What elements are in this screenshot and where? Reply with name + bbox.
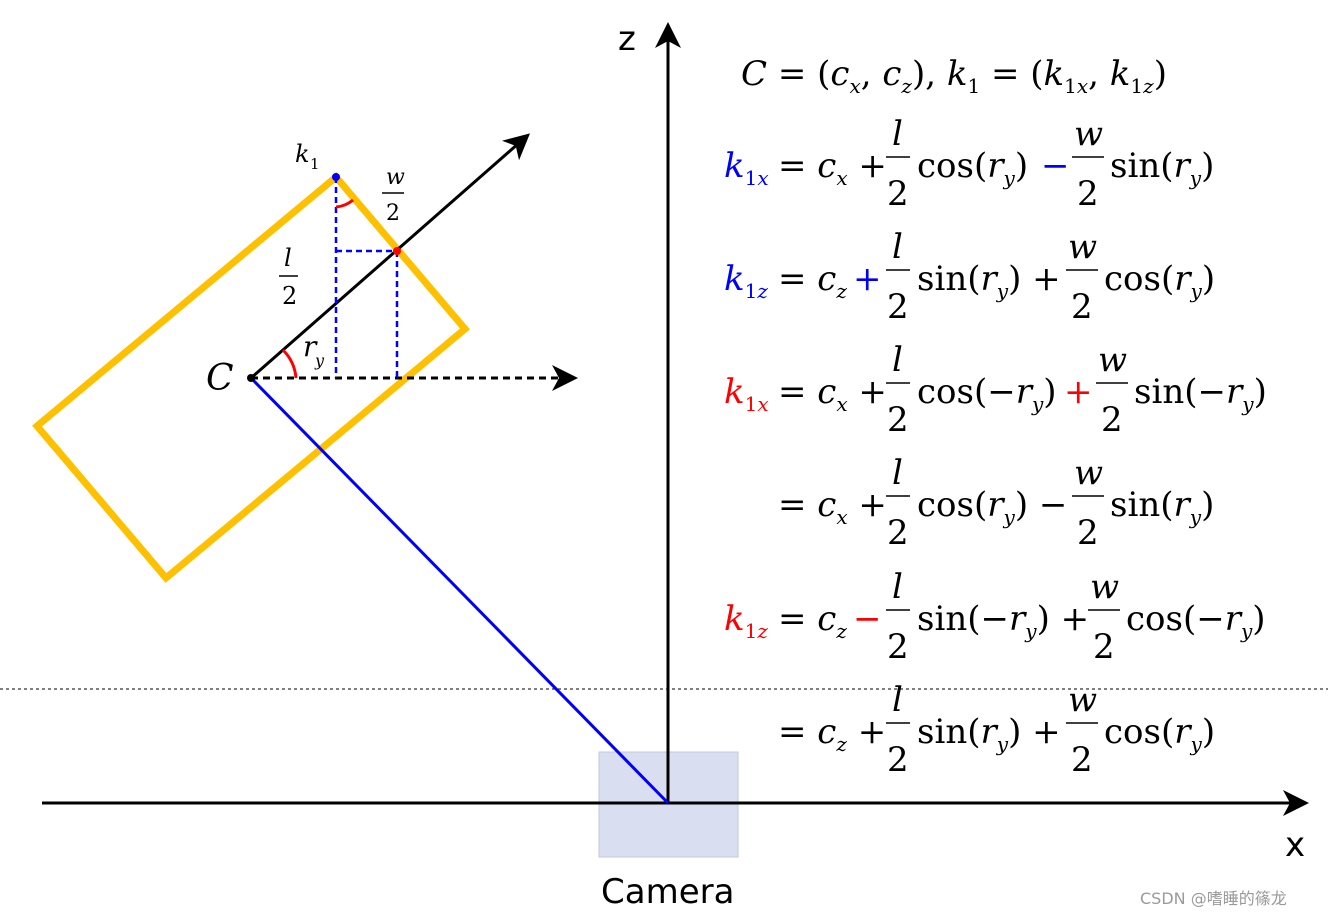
svg-text:w: w bbox=[1090, 567, 1119, 607]
svg-text:2: 2 bbox=[887, 740, 909, 780]
svg-text:sin(ry) +: sin(ry) + bbox=[917, 712, 1061, 756]
svg-text:2: 2 bbox=[1071, 740, 1093, 780]
svg-text:cos(ry): cos(ry) bbox=[917, 146, 1028, 190]
corner-label-sub: 1 bbox=[310, 155, 320, 173]
svg-text:cos(ry): cos(ry) bbox=[1104, 712, 1215, 756]
svg-text:l: l bbox=[892, 227, 903, 267]
svg-text:sin(ry) +: sin(ry) + bbox=[917, 259, 1061, 303]
camera-ray bbox=[249, 376, 670, 805]
angle-arc-corner bbox=[335, 198, 354, 209]
svg-text:w: w bbox=[1074, 453, 1103, 493]
svg-text:−: − bbox=[853, 599, 882, 639]
svg-text:+: + bbox=[853, 259, 882, 299]
svg-text:2: 2 bbox=[887, 287, 909, 327]
watermark: CSDN @嗜睡的篠龙 bbox=[1140, 889, 1287, 908]
svg-text:2: 2 bbox=[887, 513, 909, 553]
svg-text:= cx +: = cx + bbox=[778, 372, 887, 416]
svg-text:= cx +: = cx + bbox=[778, 485, 887, 529]
svg-text:cos(ry): cos(ry) bbox=[1104, 259, 1215, 303]
svg-text:sin(−ry): sin(−ry) bbox=[1134, 372, 1267, 416]
svg-text:w: w bbox=[1098, 340, 1127, 380]
equations: C = (cx, cz), k1 = (k1x, k1z) k1x = cx +… bbox=[724, 54, 1267, 780]
svg-text:w: w bbox=[1068, 680, 1097, 720]
eq3-lhs: k1x bbox=[724, 372, 769, 416]
bounding-box bbox=[32, 172, 470, 583]
eq-k1z-simplified: = cz + l 2 sin(ry) + w 2 cos(ry) bbox=[778, 680, 1215, 780]
svg-text:l: l bbox=[892, 114, 903, 154]
svg-text:C = (cx, cz), k1 = (k1x, k1: C = (cx, cz), k1 = (k1x, k1z) bbox=[741, 54, 1167, 98]
eq-definition: C = (cx, cz), k1 = (k1x, k1z) bbox=[741, 54, 1167, 98]
svg-text:2: 2 bbox=[887, 627, 909, 667]
eq-k1z-negated: k1z = cz − l 2 sin(−ry) + w 2 cos(−ry) bbox=[724, 567, 1266, 667]
eq-k1x-rotated: k1x = cx + l 2 cos(ry) − w 2 sin(ry) bbox=[724, 114, 1214, 214]
svg-text:cos(−ry): cos(−ry) bbox=[917, 372, 1057, 416]
svg-text:= cz: = cz bbox=[778, 259, 847, 303]
eq-k1z-rotated: k1z = cz + l 2 sin(ry) + w 2 cos(ry) bbox=[724, 227, 1215, 327]
svg-text:l: l bbox=[892, 340, 903, 380]
camera-label: Camera bbox=[601, 872, 734, 912]
svg-text:2: 2 bbox=[1093, 627, 1115, 667]
svg-text:w: w bbox=[1074, 114, 1103, 154]
half-length-numerator: l bbox=[284, 244, 292, 272]
svg-text:2: 2 bbox=[1071, 287, 1093, 327]
svg-text:= cz: = cz bbox=[778, 599, 847, 643]
midpoint-marker bbox=[393, 247, 401, 255]
eq5-lhs: k1z bbox=[724, 599, 768, 643]
eq-k1x-negated: k1x = cx + l 2 cos(−ry) + w 2 sin(−ry) bbox=[724, 340, 1267, 440]
x-axis-label: x bbox=[1285, 825, 1305, 865]
z-axis-label: z bbox=[618, 19, 636, 59]
svg-text:sin(ry): sin(ry) bbox=[1110, 146, 1214, 190]
eq2-lhs: k1z bbox=[724, 259, 768, 303]
center-point-c bbox=[247, 374, 255, 382]
eq1-lhs: k1x bbox=[724, 146, 769, 190]
svg-text:2: 2 bbox=[1077, 174, 1099, 214]
angle-label-sub: y bbox=[314, 351, 325, 370]
svg-text:cos(−ry): cos(−ry) bbox=[1126, 599, 1266, 643]
svg-text:sin(−ry) +: sin(−ry) + bbox=[917, 599, 1089, 643]
svg-text:l: l bbox=[892, 567, 903, 607]
half-width-numerator: w bbox=[386, 165, 405, 190]
heading-arrow bbox=[250, 133, 531, 380]
angle-label: r bbox=[303, 330, 318, 363]
angle-arc-ry bbox=[281, 348, 298, 379]
corner-label: k bbox=[295, 140, 310, 168]
svg-text:= cz +: = cz + bbox=[778, 712, 886, 756]
svg-text:2: 2 bbox=[1101, 400, 1123, 440]
svg-text:w: w bbox=[1068, 227, 1097, 267]
svg-text:l: l bbox=[892, 680, 903, 720]
svg-text:−: − bbox=[1041, 146, 1070, 186]
half-length-denominator: 2 bbox=[282, 282, 297, 310]
svg-text:cos(ry) −: cos(ry) − bbox=[917, 485, 1067, 529]
center-label: C bbox=[206, 358, 234, 399]
svg-text:2: 2 bbox=[887, 400, 909, 440]
svg-text:2: 2 bbox=[887, 174, 909, 214]
svg-text:sin(ry): sin(ry) bbox=[1110, 485, 1214, 529]
guide-lines bbox=[334, 177, 399, 378]
svg-text:= cx +: = cx + bbox=[778, 146, 887, 190]
half-width-denominator: 2 bbox=[386, 201, 400, 226]
svg-text:+: + bbox=[1064, 372, 1093, 412]
svg-text:l: l bbox=[892, 453, 903, 493]
svg-text:2: 2 bbox=[1077, 513, 1099, 553]
eq-k1x-simplified: = cx + l 2 cos(ry) − w 2 sin(ry) bbox=[778, 453, 1214, 553]
corner-point-k1 bbox=[332, 173, 340, 181]
